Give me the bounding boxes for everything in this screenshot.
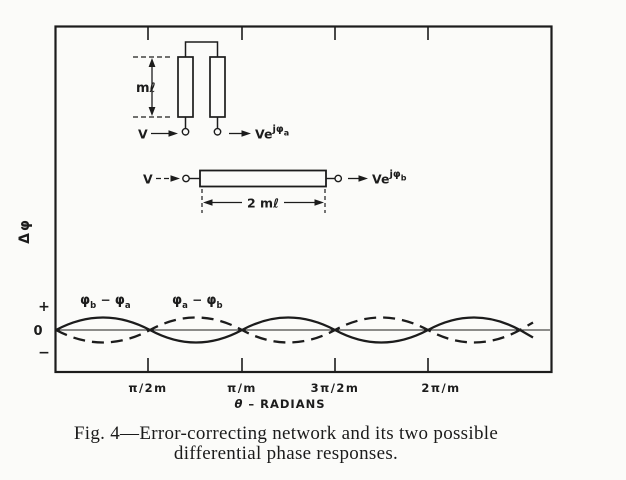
line-output-label: Vejφb xyxy=(372,169,407,187)
subscript: a xyxy=(125,301,131,311)
phi-symbol: φ xyxy=(206,293,216,308)
y-tick-zero: 0 xyxy=(33,324,42,339)
phi-symbol: φ xyxy=(172,293,182,308)
x-axis-label-text: – RADIANS xyxy=(243,397,325,411)
phi-symbol: φ xyxy=(115,293,125,308)
x-axis-label: θ – RADIANS xyxy=(234,397,325,411)
stub-left-rect xyxy=(177,56,194,118)
arrow-right-icon xyxy=(358,175,368,182)
x-tick-labels: π/2m π/m 3π/2m 2π/m xyxy=(128,381,460,395)
line-network-diagram xyxy=(156,169,368,213)
subscript: b xyxy=(217,301,223,311)
top-axis-ticks xyxy=(147,27,429,40)
x-tick-label: π/2m xyxy=(128,381,167,395)
y-tick-plus: + xyxy=(38,299,50,315)
y-tick-minus: − xyxy=(38,345,50,361)
line-input-label: V xyxy=(143,172,153,187)
subscript: a xyxy=(182,301,188,311)
phase-response-curves xyxy=(55,316,534,344)
transmission-line-rect xyxy=(199,169,327,188)
output-subscript: a xyxy=(284,129,289,138)
x-tick-label: π/m xyxy=(227,381,257,395)
stub-input-label: V xyxy=(138,127,148,142)
arrow-right-icon xyxy=(241,130,251,137)
line-dimension-label: 2 mℓ xyxy=(247,196,279,211)
bottom-axis-ticks xyxy=(147,358,429,371)
output-base: Ve xyxy=(372,172,389,187)
terminal-circle xyxy=(213,127,222,136)
plot-border xyxy=(54,25,553,374)
figure-caption: Fig. 4—Error-correcting network and its … xyxy=(0,424,572,464)
arrow-down-icon xyxy=(148,107,156,116)
theta-symbol: θ xyxy=(234,397,243,411)
output-superscript: jφ xyxy=(271,124,283,135)
arrow-right-icon xyxy=(170,175,180,182)
line-dimension xyxy=(201,189,326,213)
y-axis-label: Δφ xyxy=(17,218,33,244)
output-base: Ve xyxy=(255,127,272,142)
dashed-curve-phi-a-minus-phi-b xyxy=(55,316,534,344)
caption-line-1: Fig. 4—Error-correcting network and its … xyxy=(73,423,499,444)
x-tick-label: 3π/2m xyxy=(311,381,360,395)
subscript: b xyxy=(90,301,96,311)
stub-right-rect xyxy=(209,56,226,118)
stub-network-diagram xyxy=(133,41,251,137)
solid-curve-label: φb − φa xyxy=(80,293,131,311)
output-superscript: jφ xyxy=(388,169,400,180)
arrow-up-icon xyxy=(148,58,156,67)
terminal-circle xyxy=(181,127,190,136)
stub-dimension-label: mℓ xyxy=(136,81,156,96)
dashed-curve-label: φa − φb xyxy=(172,293,223,311)
figure-4-graphic: mℓ V Vejφa V Vejφb 2 mℓ φb − φa φa − φb xyxy=(17,25,553,411)
terminal-circle xyxy=(182,174,190,183)
x-tick-label: 2π/m xyxy=(421,381,460,395)
solid-curve-phi-b-minus-phi-a xyxy=(55,316,534,344)
phi-symbol: φ xyxy=(80,293,90,308)
plot-frame xyxy=(54,25,553,374)
output-subscript: b xyxy=(401,174,407,183)
stub-top-connector-wire xyxy=(184,41,219,57)
arrow-right-icon xyxy=(168,130,178,137)
caption-line-2: differential phase responses. xyxy=(173,443,399,464)
stub-output-label: Vejφa xyxy=(255,124,289,142)
arrow-right-icon xyxy=(314,199,324,206)
minus-sign: − xyxy=(96,293,114,307)
minus-sign: − xyxy=(188,293,206,307)
stub-dimension xyxy=(133,56,173,118)
terminal-circle xyxy=(334,174,343,183)
arrow-left-icon xyxy=(203,199,213,206)
